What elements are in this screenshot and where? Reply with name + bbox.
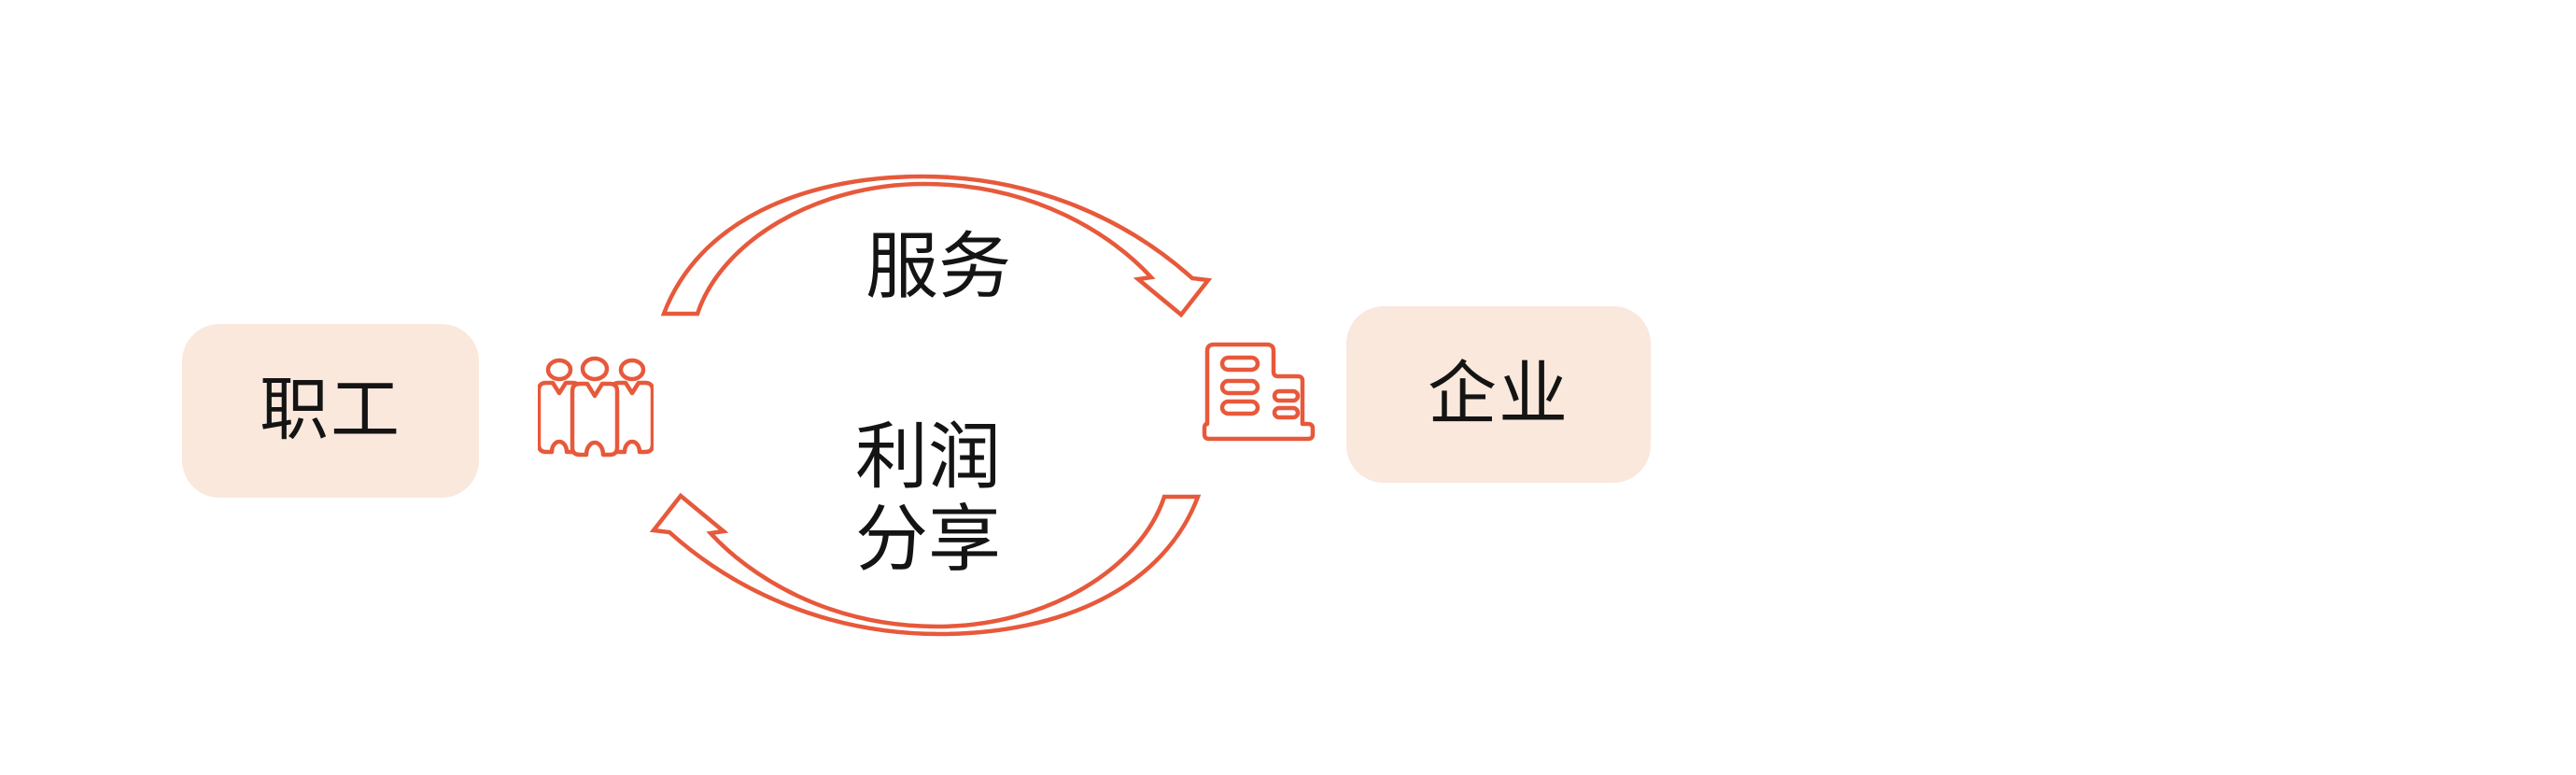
building-window: [1219, 355, 1260, 373]
service-flow-label: 服务: [865, 226, 1012, 307]
node-employees: 职工: [182, 324, 479, 498]
profit-share-flow-label: 利润 分享: [855, 416, 1001, 581]
profit-share-arrow: [649, 492, 1202, 637]
profit-share-flow-label-line2: 分享: [854, 499, 1002, 580]
people-group-icon: [538, 356, 654, 458]
service-arrow: [660, 174, 1213, 318]
building-window: [1219, 399, 1260, 416]
office-building-icon: [1202, 342, 1316, 442]
node-enterprise: 企业: [1346, 306, 1651, 483]
profit-share-flow-label-line1: 利润: [854, 416, 1002, 498]
building-window: [1272, 405, 1301, 420]
node-employees-label: 职工: [260, 373, 401, 449]
building-window: [1219, 378, 1260, 396]
node-enterprise-label: 企业: [1428, 356, 1570, 433]
building-window: [1272, 388, 1301, 403]
